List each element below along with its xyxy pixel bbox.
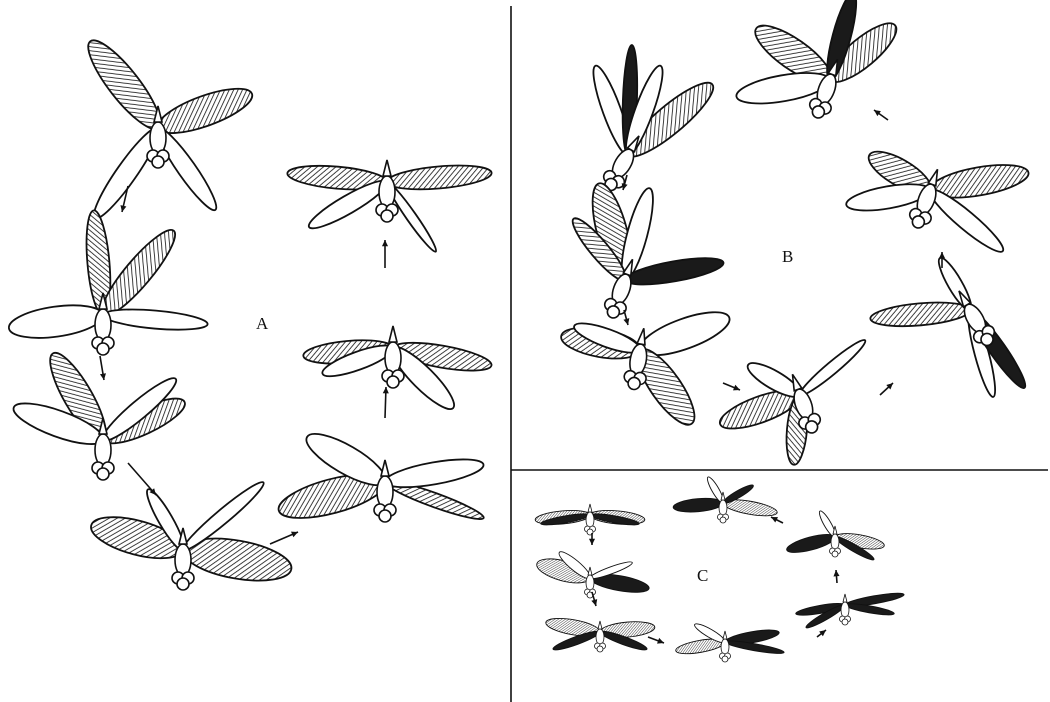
wing-hatched <box>869 299 971 330</box>
head <box>842 619 848 625</box>
abdomen-tip <box>843 594 847 602</box>
wing-light <box>7 300 105 343</box>
wing-light <box>796 336 869 400</box>
panel-label-b: B <box>782 247 793 266</box>
thorax <box>841 602 849 618</box>
arrow-b-2 <box>623 310 629 325</box>
wing-dark <box>785 531 837 556</box>
wing-light <box>383 454 485 493</box>
insect-frame-b-2 <box>567 180 726 322</box>
thorax <box>721 639 729 655</box>
arrow-a-2 <box>100 356 106 380</box>
insect-frame-c-1 <box>535 504 646 535</box>
thorax <box>385 342 401 374</box>
insect-frame-a-1 <box>78 32 257 224</box>
insect-frame-c-5 <box>795 591 905 631</box>
insect-frame-b-5 <box>869 255 1031 399</box>
abdomen-tip <box>598 621 602 629</box>
arrow-a-3 <box>128 463 156 495</box>
abdomen-tip <box>389 326 397 342</box>
head <box>720 517 726 523</box>
insect-frame-a-4 <box>87 477 295 590</box>
abdomen-tip <box>588 504 592 512</box>
head <box>381 210 393 222</box>
thorax <box>95 434 111 466</box>
head <box>722 656 728 662</box>
insect-frame-c-7 <box>673 475 779 523</box>
arrow-c-3 <box>648 637 664 644</box>
insect-frame-b-7 <box>734 0 904 121</box>
arrow-b-3 <box>723 383 740 390</box>
head <box>177 578 189 590</box>
head <box>379 510 391 522</box>
insect-frame-b-6 <box>844 144 1031 258</box>
thorax <box>586 575 594 591</box>
thorax <box>586 512 594 528</box>
insect-frame-a-3 <box>9 346 190 480</box>
arrow-a-6 <box>382 240 388 268</box>
arrow-b-6 <box>874 110 888 120</box>
insect-frame-a-5 <box>274 425 486 527</box>
thorax <box>150 122 166 154</box>
insect-frame-c-2 <box>534 548 650 598</box>
head <box>832 551 838 557</box>
arrow-a-4 <box>270 532 298 544</box>
insect-frames <box>7 0 1031 662</box>
abdomen-tip <box>179 528 187 544</box>
arrow-c-5 <box>833 570 839 583</box>
arrow-b-4 <box>880 383 893 395</box>
insect-frame-c-4 <box>675 621 785 662</box>
insect-frame-a-6 <box>302 326 493 416</box>
thorax <box>719 500 727 516</box>
thorax <box>596 629 604 645</box>
thorax <box>95 309 111 341</box>
head <box>97 343 109 355</box>
abdomen-tip <box>723 631 727 639</box>
insect-frame-c-3 <box>545 615 656 653</box>
head <box>152 156 164 168</box>
wing-light <box>102 306 208 333</box>
wing-hatched <box>386 162 493 193</box>
thorax <box>175 544 191 576</box>
insect-frame-b-1 <box>587 45 721 195</box>
thorax <box>377 476 393 508</box>
insect-frame-b-4 <box>716 336 869 466</box>
insect-frame-c-6 <box>785 509 885 562</box>
panel-label-a: A <box>256 314 269 333</box>
thorax <box>379 176 395 208</box>
abdomen-tip <box>588 567 592 575</box>
head <box>387 376 399 388</box>
head <box>97 468 109 480</box>
head <box>597 646 603 652</box>
abdomen-tip <box>383 160 391 176</box>
arrow-c-4 <box>817 630 826 637</box>
arrow-c-6 <box>771 517 783 523</box>
abdomen-tip <box>381 460 389 476</box>
arrow-a-5 <box>383 387 389 418</box>
insect-frame-a-2 <box>7 209 209 355</box>
wing-dark <box>673 497 724 514</box>
panel-label-c: C <box>697 566 708 585</box>
insect-frame-b-3 <box>559 303 735 432</box>
insect-frame-a-7 <box>286 160 492 254</box>
thorax <box>831 534 839 550</box>
